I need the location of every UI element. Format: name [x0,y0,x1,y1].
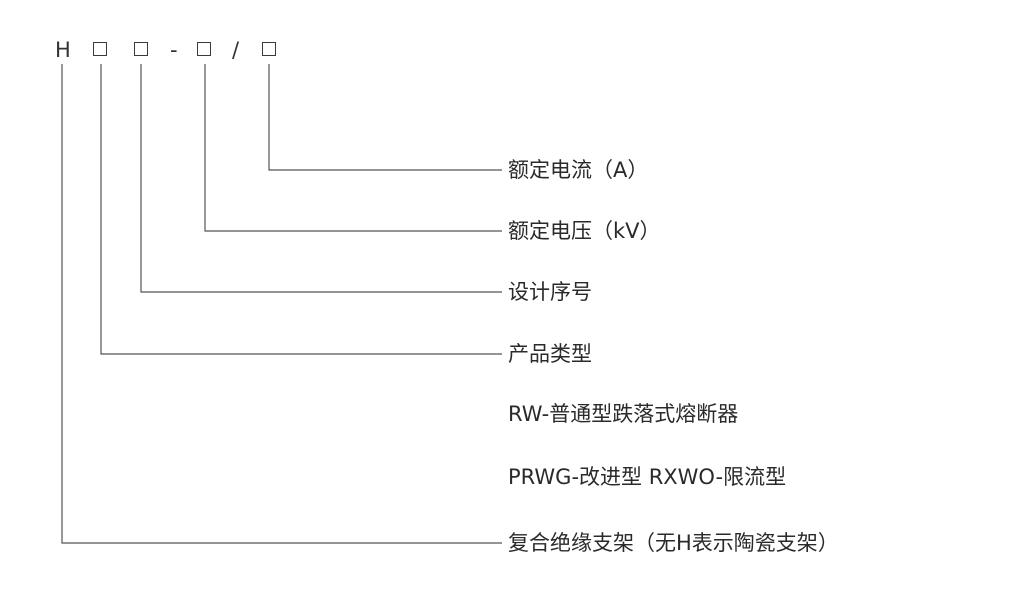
label-design-serial: 设计序号 [508,280,592,304]
label-composite-support: 复合绝缘支架（无H表示陶瓷支架） [508,531,839,555]
slash-separator: / [232,38,240,62]
model-code: H - / [0,36,300,66]
connector-product-type [100,64,502,355]
placeholder-box-rated-current [262,42,276,56]
label-rated-current: 额定电流（A） [508,158,649,182]
connector-rated-voltage [204,64,502,232]
connector-composite-support [61,64,502,544]
label-type-prwg-rxwo: PRWG-改进型 RXWO-限流型 [508,465,787,489]
label-product-type: 产品类型 [508,342,592,366]
dash-separator: - [170,38,178,62]
label-rated-voltage: 额定电压（kV） [508,219,661,243]
connector-design-serial [140,64,502,293]
connector-rated-current [268,64,502,171]
label-type-rw: RW-普通型跌落式熔断器 [508,402,739,426]
placeholder-box-design-serial [134,42,148,56]
placeholder-box-rated-voltage [197,42,211,56]
prefix-letter-h: H [55,38,71,62]
placeholder-box-product-type [93,42,107,56]
